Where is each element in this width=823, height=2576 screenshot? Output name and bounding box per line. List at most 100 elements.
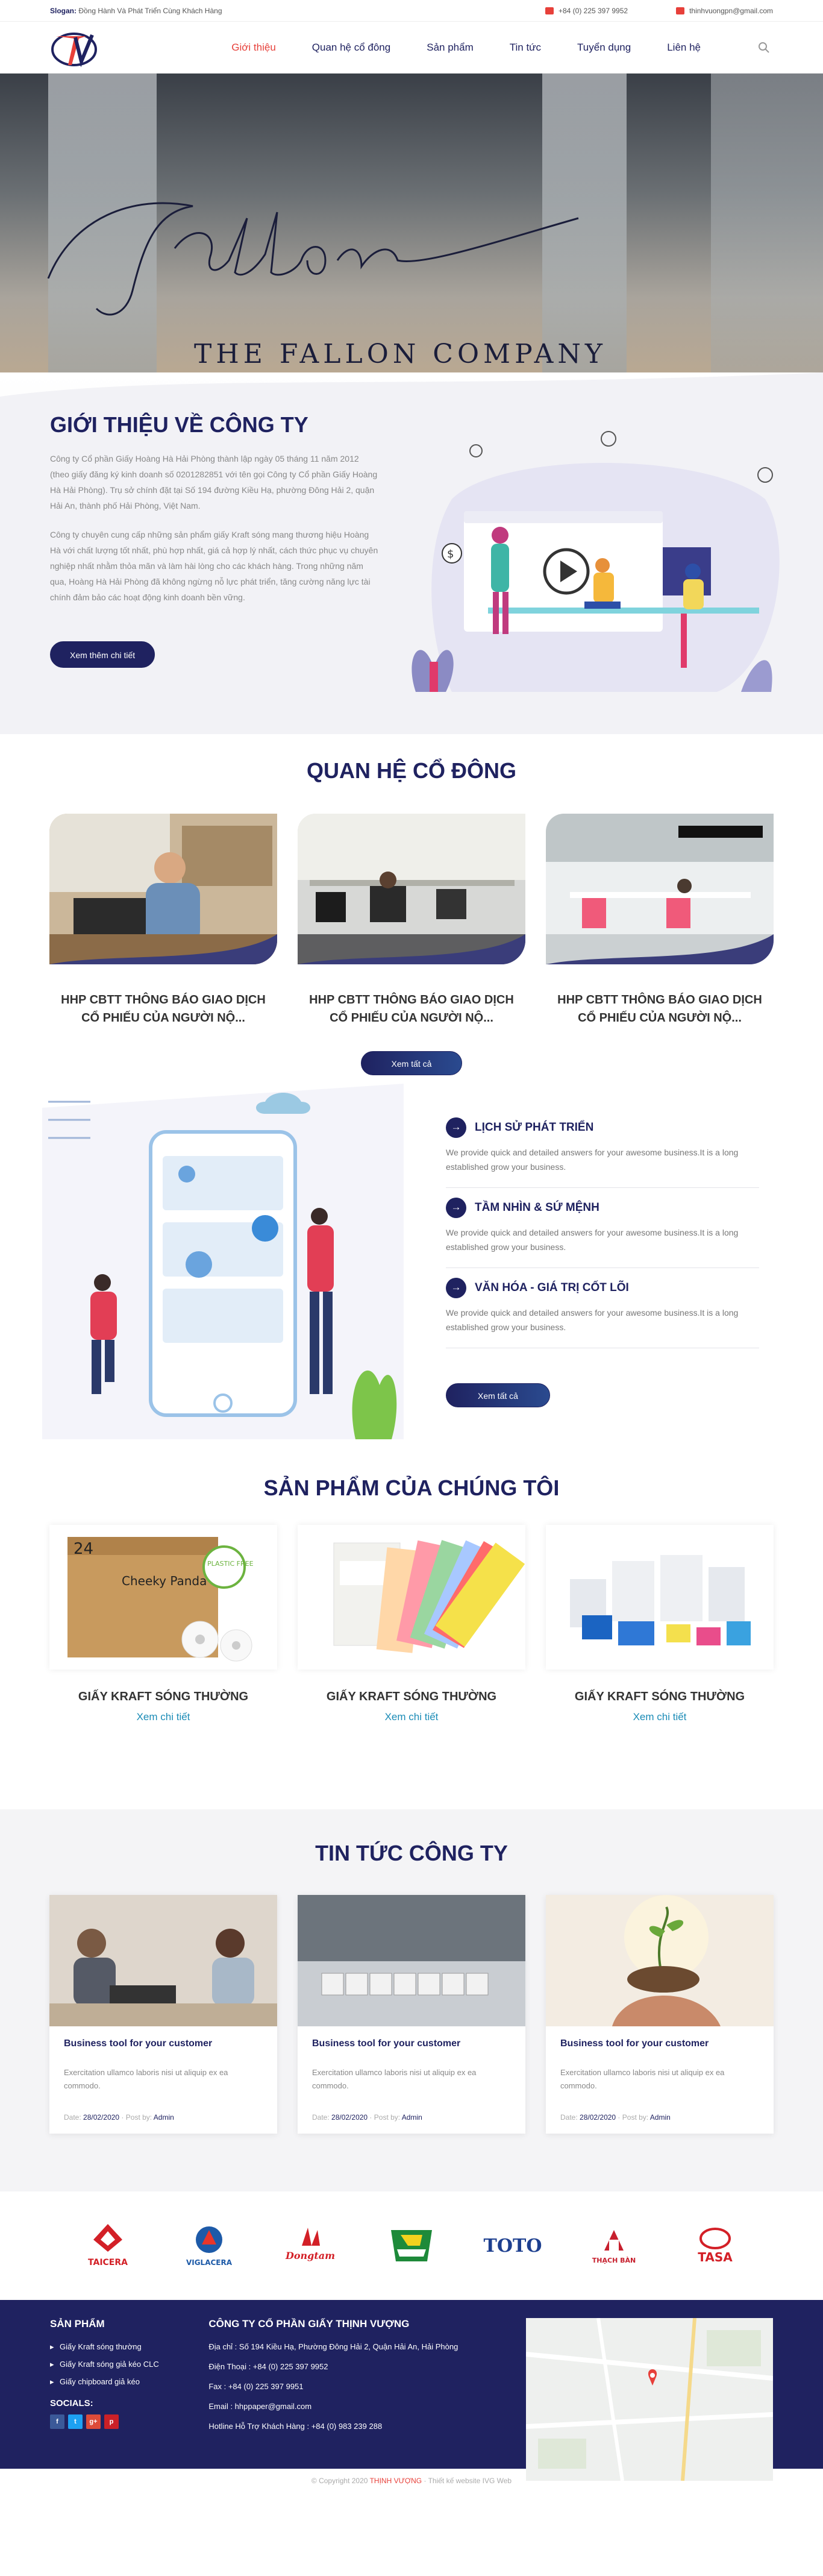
shareholder-card-title[interactable]: HHP CBTT THÔNG BÁO GIAO DỊCH CỔ PHIẾU CỦ… [61, 993, 266, 1025]
footer-product-link[interactable]: Giấy Kraft sóng giả kéo CLC [50, 2360, 208, 2369]
site-logo[interactable] [50, 27, 102, 69]
window-shape [48, 74, 157, 372]
product-card[interactable]: 24 Cheeky Panda PLASTIC FREE GIẤY KRAFT … [49, 1525, 277, 1723]
news-card-excerpt: Exercitation ullamco laboris nisi ut ali… [64, 2068, 228, 2090]
partner-logo-dongtam[interactable]: Dongtam [278, 2222, 343, 2270]
news-card-title[interactable]: Business tool for your customer [64, 2038, 213, 2049]
search-icon[interactable] [755, 39, 773, 57]
intro-paragraph-1: Công ty Cổ phần Giấy Hoàng Hà Hải Phòng … [50, 454, 378, 510]
intro-paragraph-2: Công ty chuyên cung cấp những sản phẩm g… [50, 530, 378, 602]
news-card-title[interactable]: Business tool for your customer [560, 2038, 709, 2049]
news-title: TIN TỨC CÔNG TY [315, 1841, 508, 1865]
email-info[interactable]: thinhvuongpn@gmail.com [676, 7, 773, 15]
hero-company-name: THE FALLON COMPANY [194, 339, 607, 369]
news-image [546, 1895, 774, 2026]
nav-item-lien-he[interactable]: Liên hệ [667, 42, 701, 53]
shareholder-card[interactable]: HHP CBTT THÔNG BÁO GIAO DỊCH CỔ PHIẾU CỦ… [546, 814, 774, 1027]
footer-product-link[interactable]: Giấy Kraft sóng thường [50, 2342, 208, 2352]
pinterest-icon[interactable]: p [104, 2414, 119, 2429]
nav-item-tin-tuc[interactable]: Tin tức [509, 42, 542, 53]
facebook-icon[interactable]: f [50, 2414, 64, 2429]
product-card[interactable]: GIẤY KRAFT SÓNG THƯỜNG Xem chi tiết [298, 1525, 525, 1723]
product-detail-link[interactable]: Xem chi tiết [136, 1711, 190, 1723]
products-section: SẢN PHẨM CỦA CHÚNG TÔI 24 Cheeky Panda P… [0, 1445, 823, 1809]
svg-text:VIGLACERA: VIGLACERA [186, 2258, 233, 2267]
product-name[interactable]: GIẤY KRAFT SÓNG THƯỜNG [574, 1690, 745, 1703]
social-media-illustration [42, 1084, 404, 1439]
product-detail-link[interactable]: Xem chi tiết [633, 1711, 687, 1723]
nav-item-tuyen-dung[interactable]: Tuyển dụng [577, 42, 631, 53]
shareholders-view-all-button[interactable]: Xem tất cả [360, 1051, 463, 1075]
news-card-title[interactable]: Business tool for your customer [312, 2038, 461, 2049]
footer-address: Địa chỉ : Số 194 Kiều Hạ, Phường Đông Hả… [208, 2342, 458, 2351]
fallon-signature [47, 202, 579, 316]
svg-text:PLASTIC FREE: PLASTIC FREE [207, 1560, 254, 1568]
office-photo [298, 814, 525, 964]
twitter-icon[interactable]: t [68, 2414, 83, 2429]
shareholder-card-title[interactable]: HHP CBTT THÔNG BÁO GIAO DỊCH CỔ PHIẾU CỦ… [309, 993, 514, 1025]
slogan: Slogan: Đồng Hành Và Phát Triển Cùng Khá… [50, 7, 222, 15]
partner-logo-toto[interactable]: TOTO [480, 2222, 545, 2270]
nav-item-quan-he-co-dong[interactable]: Quan hệ cổ đông [311, 42, 391, 53]
news-card[interactable]: Business tool for your customer Exercita… [546, 1895, 774, 2134]
phone-icon [545, 7, 554, 14]
news-card[interactable]: Business tool for your customer Exercita… [298, 1895, 525, 2134]
news-card-meta: Date: 28/02/2020 · Post by: Admin [312, 2113, 422, 2122]
socials: SOCIALS: f t g+ p [50, 2398, 208, 2429]
news-image [49, 1895, 277, 2026]
shareholders-section: QUAN HỆ CỔ ĐÔNG HHP CBTT THÔNG BÁO GIAO … [0, 734, 823, 1075]
svg-text:THẠCH BÀN: THẠCH BÀN [592, 2257, 636, 2264]
svg-text:Dongtam: Dongtam [285, 2250, 335, 2261]
hero-banner: THE FALLON COMPANY [0, 74, 823, 372]
top-bar: Slogan: Đồng Hành Và Phát Triển Cùng Khá… [0, 0, 823, 22]
partner-logo-green[interactable] [379, 2222, 444, 2270]
about-tabs-section: LỊCH SỬ PHÁT TRIỂN We provide quick and … [0, 1072, 823, 1445]
svg-text:Cheeky Panda: Cheeky Panda [122, 1574, 207, 1588]
tab-lich-su-phat-trien[interactable]: LỊCH SỬ PHÁT TRIỂN We provide quick and … [446, 1108, 759, 1188]
copyright-bar: © Copyright 2020 THỊNH VƯỢNG · Thiết kế … [0, 2469, 823, 2493]
google-plus-icon[interactable]: g+ [86, 2414, 101, 2429]
main-nav: Giới thiệu Quan hệ cổ đông Sản phẩm Tin … [213, 22, 719, 74]
products-title: SẢN PHẨM CỦA CHÚNG TÔI [263, 1475, 560, 1500]
partner-logo-taicera[interactable]: TAICERA [75, 2222, 140, 2270]
partner-logo-viglacera[interactable]: VIGLACERA [177, 2222, 242, 2270]
news-card-meta: Date: 28/02/2020 · Post by: Admin [64, 2113, 174, 2122]
window-shape [542, 74, 627, 372]
footer-product-link[interactable]: Giấy chipboard giả kéo [50, 2377, 208, 2387]
news-card[interactable]: Business tool for your customer Exercita… [49, 1895, 277, 2134]
tab-tam-nhin-su-menh[interactable]: TẦM NHÌN & SỨ MỆNH We provide quick and … [446, 1188, 759, 1268]
nav-item-gioi-thieu[interactable]: Giới thiệu [231, 42, 276, 53]
mail-icon [676, 7, 685, 14]
footer-hotline[interactable]: Hotline Hỗ Trợ Khách Hàng : +84 (0) 983 … [208, 2422, 383, 2431]
site-header: Giới thiệu Quan hệ cổ đông Sản phẩm Tin … [0, 22, 823, 74]
product-name[interactable]: GIẤY KRAFT SÓNG THƯỜNG [78, 1690, 249, 1703]
news-card-excerpt: Exercitation ullamco laboris nisi ut ali… [560, 2068, 725, 2090]
news-card-excerpt: Exercitation ullamco laboris nisi ut ali… [312, 2068, 477, 2090]
product-card[interactable]: GIẤY KRAFT SÓNG THƯỜNG Xem chi tiết [546, 1525, 774, 1723]
shareholder-card[interactable]: HHP CBTT THÔNG BÁO GIAO DỊCH CỔ PHIẾU CỦ… [49, 814, 277, 1027]
product-name[interactable]: GIẤY KRAFT SÓNG THƯỜNG [326, 1690, 497, 1703]
intro-section: GIỚI THIỆU VỀ CÔNG TY Công ty Cổ phần Gi… [0, 372, 823, 734]
svg-text:TASA: TASA [698, 2250, 733, 2264]
news-section: TIN TỨC CÔNG TY Business tool for your c… [0, 1809, 823, 2191]
window-shape [711, 74, 823, 372]
shareholder-card-title[interactable]: HHP CBTT THÔNG BÁO GIAO DỊCH CỔ PHIẾU CỦ… [557, 993, 762, 1025]
product-detail-link[interactable]: Xem chi tiết [384, 1711, 439, 1723]
arrow-right-icon [446, 1117, 466, 1138]
tab-van-hoa-gia-tri[interactable]: VĂN HÓA - GIÁ TRỊ CỐT LÕI We provide qui… [446, 1268, 759, 1348]
phone-info[interactable]: +84 (0) 225 397 9952 [545, 7, 628, 15]
intro-title: GIỚI THIỆU VỀ CÔNG TY [50, 412, 308, 437]
footer-email[interactable]: Email : hhppaper@gmail.com [208, 2402, 312, 2411]
nav-item-san-pham[interactable]: Sản phẩm [427, 42, 474, 53]
intro-more-button[interactable]: Xem thêm chi tiết [50, 641, 155, 668]
arrow-right-icon [446, 1278, 466, 1298]
partner-logo-tasa[interactable]: TASA [683, 2222, 748, 2270]
svg-text:24: 24 [74, 1540, 93, 1558]
location-map[interactable] [525, 2317, 774, 2481]
product-image [298, 1525, 525, 1670]
shareholder-card[interactable]: HHP CBTT THÔNG BÁO GIAO DỊCH CỔ PHIẾU CỦ… [298, 814, 525, 1027]
news-card-meta: Date: 28/02/2020 · Post by: Admin [560, 2113, 671, 2122]
about-view-all-button[interactable]: Xem tất cả [446, 1383, 550, 1407]
footer-phone[interactable]: Điện Thoại : +84 (0) 225 397 9952 [208, 2362, 328, 2371]
partner-logo-thach-ban[interactable]: THẠCH BÀN [581, 2222, 646, 2270]
